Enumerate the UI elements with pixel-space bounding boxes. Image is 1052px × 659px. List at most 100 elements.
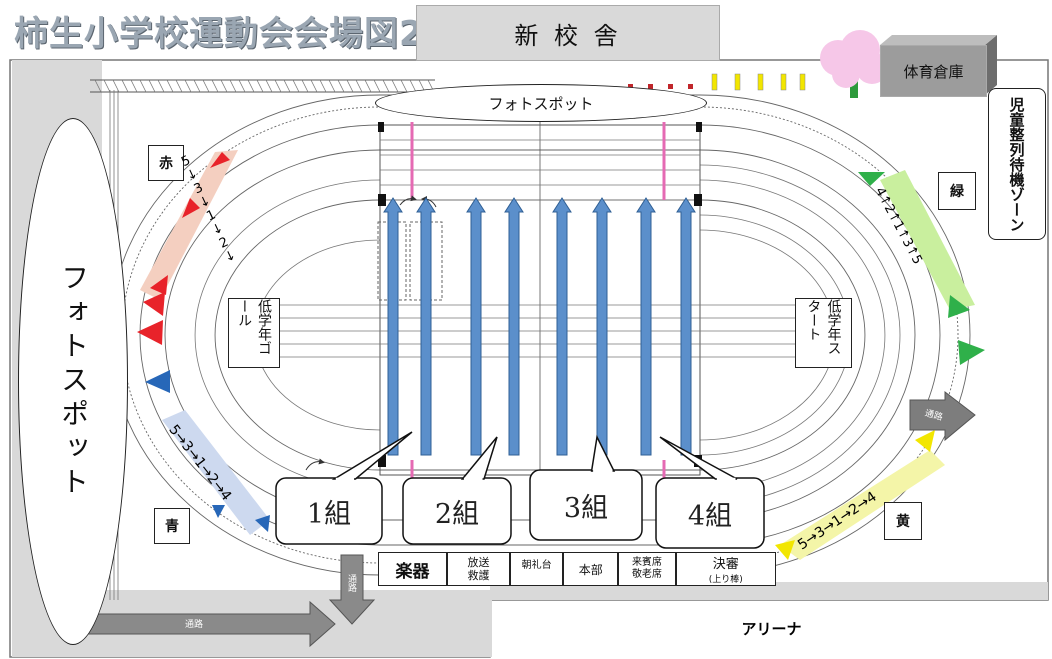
- green-order-banner: [880, 170, 975, 310]
- triangle-flag-icon: [958, 340, 985, 365]
- fence-tick: [238, 79, 246, 93]
- fence-tick: [346, 79, 354, 93]
- fence-tick: [184, 79, 192, 93]
- fence-tick: [202, 79, 210, 93]
- fence-tick: [283, 79, 291, 93]
- photo-spot-left: フォトスポット: [18, 118, 128, 645]
- red-marker: [648, 84, 653, 89]
- team-green-box: 緑: [938, 172, 976, 210]
- fence-tick: [310, 79, 318, 93]
- fence-tick: [103, 79, 111, 93]
- photo-spot-top: フォトスポット: [375, 84, 707, 122]
- lower-grade-start: 低学年スタート: [795, 298, 852, 368]
- group-2-label: 2組: [434, 498, 480, 530]
- red-marker: [688, 84, 693, 89]
- team-blue-label: 青: [165, 519, 179, 535]
- warehouse-label: 体育倉庫: [903, 62, 964, 81]
- red-order-banner: [140, 150, 238, 300]
- team-red-box: 赤: [148, 145, 184, 181]
- new-school-label: 新 校 舎: [514, 21, 622, 50]
- yellow-order-banner: [780, 450, 945, 560]
- yellow-marker: [711, 73, 718, 91]
- fence-tick: [292, 79, 300, 93]
- waiting-zone: 児童整列待機ゾーン: [988, 88, 1046, 240]
- fence-tick: [94, 79, 102, 93]
- lower-grade-goal: 低学年ゴール: [228, 298, 280, 368]
- new-school-building: 新 校 舎: [416, 5, 720, 61]
- tent-row: 楽器 放送 救護 朝礼台 本部 来賓席 敬老席 決審 (上り棒): [378, 552, 776, 586]
- fence-tick: [337, 79, 345, 93]
- fence-tick: [175, 79, 183, 93]
- up-arrow-icon: [636, 197, 656, 456]
- photo-spot-left-label: フォトスポット: [57, 262, 90, 501]
- group-3-label: 3組: [563, 492, 609, 524]
- yellow-marker: [757, 73, 764, 91]
- fence-tick: [247, 79, 255, 93]
- team-green-label: 緑: [950, 184, 964, 200]
- tent-broadcast-label: 放送 救護: [467, 556, 490, 582]
- triangle-flag-icon: [137, 320, 163, 345]
- fence-tick: [211, 79, 219, 93]
- tent-judges: 決審 (上り棒): [675, 552, 776, 586]
- fence-tick: [193, 79, 201, 93]
- fence-tick: [229, 79, 237, 93]
- up-arrow-icon: [466, 197, 486, 456]
- tent-podium: 朝礼台: [510, 552, 564, 586]
- fence-tick: [301, 79, 309, 93]
- fence-tick: [265, 79, 273, 93]
- fence-tick: [157, 79, 165, 93]
- fence-tick: [166, 79, 174, 93]
- arena-label: アリーナ: [741, 620, 802, 638]
- passage-label-bottom: 通路: [185, 620, 204, 630]
- tent-headquarters-label: 本部: [578, 562, 603, 577]
- lower-grade-start-label: 低学年スタート: [805, 299, 842, 355]
- passage-arrow-down: [328, 554, 376, 625]
- fence-tick: [220, 79, 228, 93]
- red-marker: [668, 84, 673, 89]
- triangle-flag-icon: [143, 292, 165, 316]
- cherry-tree-icon: [820, 30, 888, 98]
- fence-tick: [148, 79, 156, 93]
- fence-tick: [274, 79, 282, 93]
- up-arrow-icon: [504, 197, 524, 456]
- tent-instruments-label: 楽器: [395, 561, 430, 582]
- team-yellow-label: 黄: [896, 514, 910, 530]
- tent-guests-label: 来賓席 敬老席: [631, 557, 662, 580]
- triangle-flag-icon: [948, 295, 970, 318]
- tent-judges-label: 決審: [712, 557, 739, 572]
- up-arrow-icon: [383, 197, 403, 456]
- blue-order-banner: [162, 410, 270, 535]
- photo-spot-top-label: フォトスポット: [488, 94, 594, 113]
- up-arrow-icon: [592, 197, 612, 456]
- lower-grade-goal-label: 低学年ゴール: [236, 299, 272, 355]
- tent-guests: 来賓席 敬老席: [618, 552, 676, 586]
- warehouse-building: 体育倉庫: [880, 45, 987, 97]
- fence-tick: [319, 79, 327, 93]
- waiting-zone-label: 児童整列待機ゾーン: [1007, 96, 1026, 232]
- team-yellow-box: 黄: [884, 502, 922, 540]
- triangle-flag-icon: [150, 275, 168, 295]
- group-4-label: 4組: [687, 500, 733, 532]
- fence-tick: [256, 79, 264, 93]
- triangle-flag-icon: [858, 172, 885, 186]
- up-arrow-icon: [552, 197, 572, 456]
- team-red-label: 赤: [159, 156, 173, 172]
- fence-tick: [121, 79, 129, 93]
- passage-arrow-bottom: [84, 600, 336, 648]
- tent-podium-label: 朝礼台: [521, 560, 552, 571]
- yellow-marker: [780, 73, 787, 91]
- up-arrow-icon: [416, 197, 436, 456]
- team-blue-box: 青: [154, 508, 190, 544]
- triangle-flag-icon: [182, 198, 200, 218]
- fence-tick: [400, 79, 408, 93]
- triangle-flag-icon: [775, 540, 795, 560]
- fence-tick: [373, 79, 381, 93]
- group-1-label: 1組: [306, 498, 352, 530]
- fence-tick: [328, 79, 336, 93]
- triangle-flag-icon: [210, 152, 230, 168]
- fence-tick: [139, 79, 147, 93]
- yellow-marker: [799, 73, 806, 91]
- up-arrow-icon: [676, 197, 696, 456]
- yellow-marker: [734, 73, 741, 91]
